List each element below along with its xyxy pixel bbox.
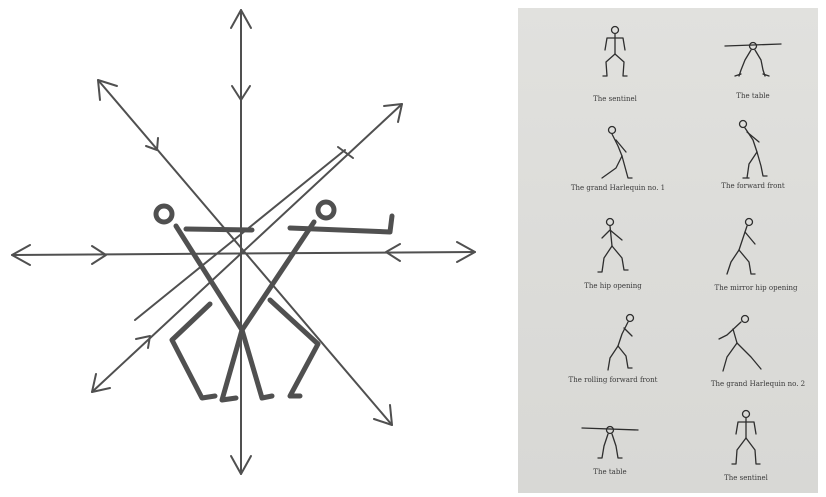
left-figure-icon <box>156 206 252 400</box>
direction-diagram-svg <box>0 0 500 493</box>
horizontal-axis-arrow <box>12 242 475 265</box>
pose-caption: The forward front <box>688 182 818 190</box>
forward-front-figure-icon <box>740 121 768 179</box>
pose-caption: The table <box>688 92 818 100</box>
grand-harlequin-2-figure-icon <box>719 316 761 372</box>
pose-caption: The grand Harlequin no. 1 <box>553 184 683 192</box>
direction-diagram <box>0 0 500 493</box>
rolling-forward-front-figure-icon <box>608 315 634 371</box>
mirror-hip-opening-figure-icon <box>727 219 755 275</box>
sentinel-figure-icon <box>603 27 627 77</box>
pose-caption: The rolling forward front <box>548 376 678 384</box>
poses-figures-svg <box>518 8 818 493</box>
poses-page: The sentinel The table The grand Harlequ… <box>518 8 818 493</box>
table-figure-icon <box>582 427 638 459</box>
vertical-axis-arrow <box>231 10 251 474</box>
pose-caption: The sentinel <box>550 95 680 103</box>
grand-harlequin-1-figure-icon <box>602 127 632 179</box>
hip-opening-figure-icon <box>598 219 628 273</box>
pose-caption: The sentinel <box>681 474 811 482</box>
table-figure-icon <box>725 43 781 77</box>
pose-caption: The mirror hip opening <box>691 284 821 292</box>
sentinel-figure-icon <box>732 411 760 465</box>
pose-caption: The hip opening <box>548 282 678 290</box>
pose-caption: The grand Harlequin no. 2 <box>693 380 823 388</box>
pose-caption: The table <box>545 468 675 476</box>
